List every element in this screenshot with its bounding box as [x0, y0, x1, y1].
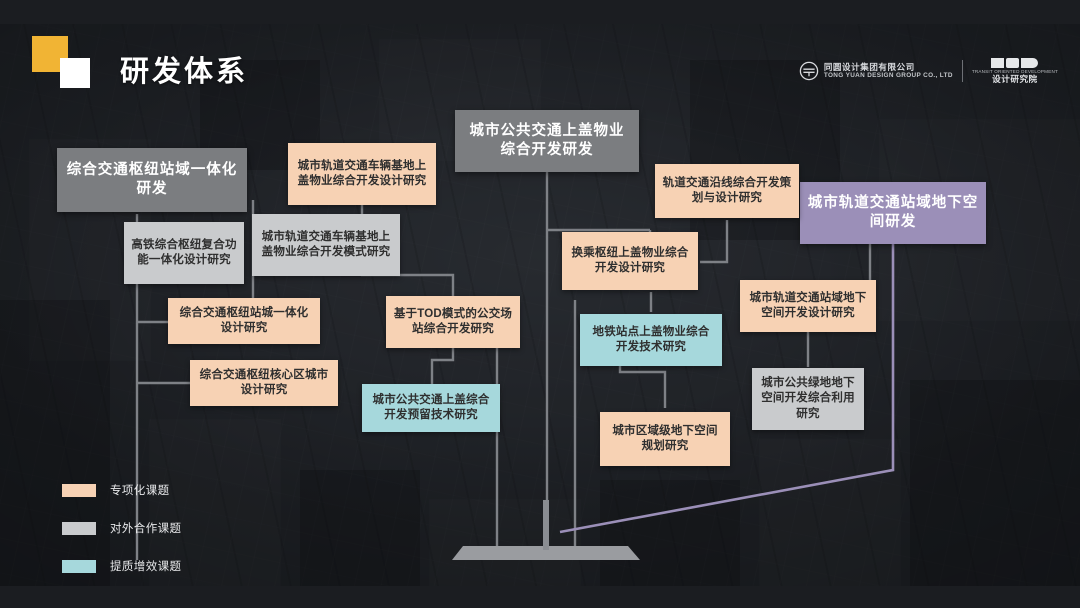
legend-label-external: 对外合作课题	[110, 523, 182, 535]
tod-subtitle-cn: 设计研究院	[992, 74, 1038, 85]
node-rail-depot-design[interactable]: 城市轨道交通车辆基地上盖物业综合开发设计研究	[288, 143, 436, 205]
brand-lockup: 同圆设计集团有限公司 TONG YUAN DESIGN GROUP CO., L…	[799, 58, 1058, 85]
legend-item-special: 专项化课题	[62, 482, 181, 498]
bottom-bar	[0, 586, 1080, 608]
tod-subtitle-en: TRANSIT ORIENTED DEVELOPMENT	[971, 69, 1058, 74]
brand-divider	[961, 60, 963, 83]
legend-swatch-special	[62, 483, 96, 497]
brand-name-en: TONG YUAN DESIGN GROUP CO., LTD	[823, 72, 953, 80]
node-regional-underground-planning[interactable]: 城市区域级地下空间规划研究	[600, 412, 730, 466]
page-title: 研发体系	[120, 56, 249, 88]
node-hub-station-city[interactable]: 综合交通枢纽站城一体化设计研究	[168, 298, 320, 344]
tod-logo-icon	[991, 58, 1039, 68]
legend-swatch-quality	[62, 559, 96, 573]
tod-brand: TRANSIT ORIENTED DEVELOPMENT 设计研究院	[972, 58, 1058, 85]
node-tod-bus-station[interactable]: 基于TOD模式的公交场站综合开发研究	[386, 296, 520, 348]
legend-swatch-external	[62, 521, 96, 535]
tongyuan-brand: 同圆设计集团有限公司 TONG YUAN DESIGN GROUP CO., L…	[799, 61, 953, 81]
head-node-left[interactable]: 综合交通枢纽站域一体化研发	[57, 148, 247, 212]
legend: 专项化课题 对外合作课题 提质增效课题	[62, 482, 181, 596]
tongyuan-circle-icon	[799, 61, 819, 81]
head-node-right[interactable]: 城市轨道交通站域地下空间研发	[800, 182, 986, 244]
white-square-logo	[60, 58, 90, 88]
node-transit-cover-reserve-tech[interactable]: 城市公共交通上盖综合开发预留技术研究	[362, 384, 500, 432]
node-gao-tie-hub[interactable]: 高铁综合枢纽复合功能一体化设计研究	[124, 222, 244, 284]
node-rail-depot-mode[interactable]: 城市轨道交通车辆基地上盖物业综合开发模式研究	[252, 214, 400, 276]
brand-name-cn: 同圆设计集团有限公司	[823, 61, 915, 72]
node-public-green-underground[interactable]: 城市公共绿地地下空间开发综合利用研究	[752, 368, 864, 430]
node-rail-corridor-planning[interactable]: 轨道交通沿线综合开发策划与设计研究	[655, 164, 799, 218]
node-interchange-hub-cover[interactable]: 换乘枢纽上盖物业综合开发设计研究	[562, 232, 698, 290]
node-hub-core-urban-design[interactable]: 综合交通枢纽核心区城市设计研究	[190, 360, 338, 406]
legend-label-quality: 提质增效课题	[110, 561, 182, 573]
node-rail-station-underground-design[interactable]: 城市轨道交通站域地下空间开发设计研究	[740, 280, 876, 332]
top-bar	[0, 0, 1080, 24]
legend-item-external: 对外合作课题	[62, 520, 181, 536]
head-node-center[interactable]: 城市公共交通上盖物业综合开发研发	[455, 110, 639, 172]
legend-label-special: 专项化课题	[110, 485, 170, 497]
node-metro-station-cover-tech[interactable]: 地铁站点上盖物业综合开发技术研究	[580, 314, 722, 366]
legend-item-quality: 提质增效课题	[62, 558, 181, 574]
